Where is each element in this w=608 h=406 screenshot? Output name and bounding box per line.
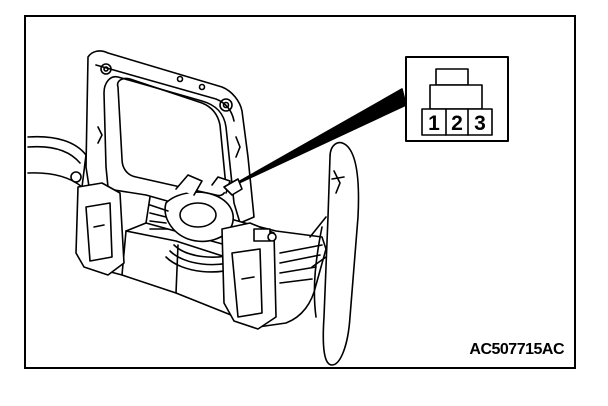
right-clip-bracket	[221, 222, 277, 330]
steering-switch-illustration: 1 2 3	[27, 50, 509, 366]
connector-pin-3: 3	[474, 112, 486, 135]
left-clip-bracket	[70, 171, 125, 276]
paddle-shifter	[309, 141, 360, 366]
connector-pin-2: 2	[451, 112, 463, 135]
connector-callout: 1 2 3	[405, 56, 509, 142]
diagram-frame: 1 2 3 AC507715AC	[24, 15, 576, 369]
clock-spring-wiring	[149, 174, 245, 273]
base-ribs	[279, 244, 323, 284]
figure-code: AC507715AC	[469, 341, 564, 358]
callout-leader	[223, 88, 407, 196]
connector-pin-1: 1	[428, 112, 440, 135]
